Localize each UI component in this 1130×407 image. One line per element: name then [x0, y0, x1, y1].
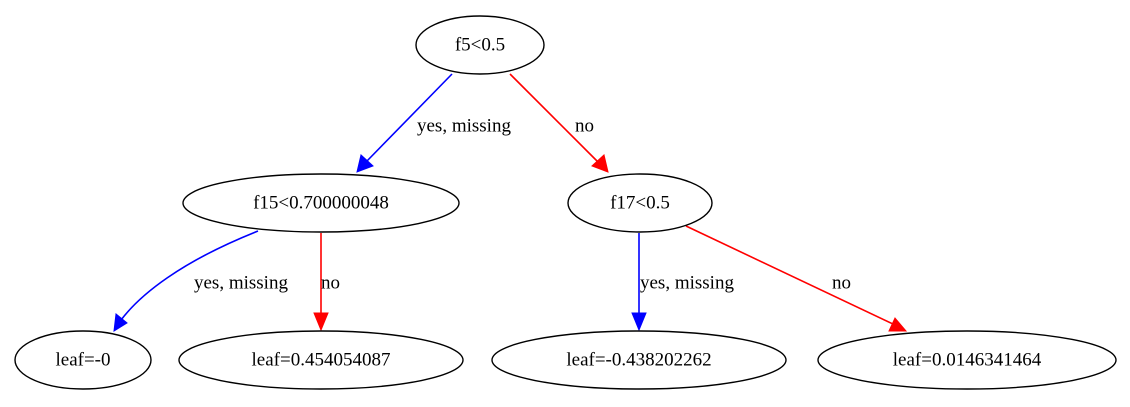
node-f17: f17<0.5 — [567, 173, 713, 233]
edge-line-no — [509, 73, 599, 163]
leaf-node-2: leaf=0.454054087 — [178, 330, 464, 390]
leaf-node-3: leaf=-0.438202262 — [491, 330, 787, 390]
arrowhead-no — [313, 312, 329, 332]
node-label: leaf=-0 — [55, 349, 110, 370]
node-ellipse — [415, 15, 545, 75]
leaf-node-1: leaf=-0 — [14, 330, 152, 390]
node-label: leaf=0.0146341464 — [893, 349, 1042, 370]
node-root: f5<0.5 — [415, 15, 545, 75]
edge-right-to-leaf4 — [685, 225, 908, 332]
node-f15: f15<0.700000048 — [182, 173, 460, 233]
node-label: f17<0.5 — [610, 192, 670, 213]
node-ellipse — [567, 173, 713, 233]
edge-label-left-no: no — [321, 272, 340, 293]
node-label: f5<0.5 — [455, 34, 505, 55]
edge-line-yes — [120, 230, 259, 321]
arrowhead-no — [591, 154, 609, 173]
edge-label-left-yes: yes, missing — [194, 272, 288, 293]
edge-label-root-yes: yes, missing — [417, 115, 511, 136]
node-label: leaf=0.454054087 — [252, 349, 391, 370]
edge-right-to-leaf3 — [631, 233, 647, 332]
arrowhead-yes — [113, 313, 128, 332]
node-ellipse — [491, 330, 787, 390]
edge-label-right-no: no — [832, 272, 851, 293]
edge-root-to-left — [356, 73, 453, 173]
leaf-node-4: leaf=0.0146341464 — [817, 330, 1117, 390]
edge-left-to-leaf1 — [113, 230, 259, 332]
node-label: leaf=-0.438202262 — [566, 349, 711, 370]
edge-line-yes — [365, 73, 453, 163]
node-ellipse — [817, 330, 1117, 390]
edge-label-root-no: no — [575, 115, 594, 136]
edge-label-right-yes: yes, missing — [640, 272, 734, 293]
arrowhead-no — [888, 317, 908, 332]
arrowhead-yes — [356, 154, 374, 173]
edge-line-no — [685, 225, 896, 326]
arrowhead-yes — [631, 312, 647, 332]
node-ellipse — [178, 330, 464, 390]
edge-left-to-leaf2 — [313, 233, 329, 332]
node-label: f15<0.700000048 — [253, 192, 389, 213]
node-ellipse — [182, 173, 460, 233]
edge-root-to-right — [509, 73, 609, 173]
node-ellipse — [14, 330, 152, 390]
